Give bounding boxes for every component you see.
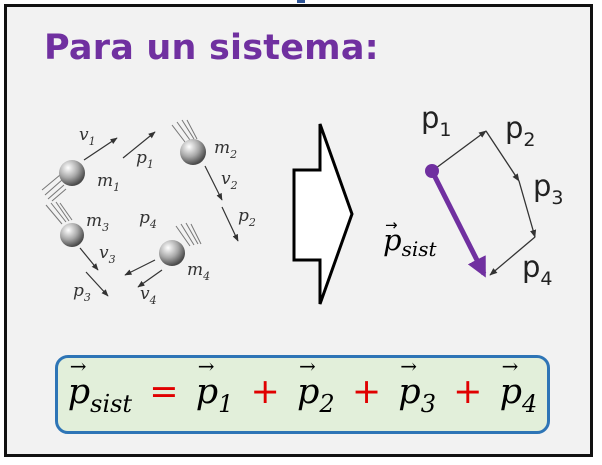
label-p1: p1 <box>136 148 154 171</box>
velocity-4-arrow <box>137 269 163 288</box>
momentum-3-arrow <box>85 271 109 297</box>
momentum-1-arrow <box>122 131 156 159</box>
formula-box: →psist = →p1 + →p2 + →p3 + →p4 <box>55 354 550 434</box>
formula-p1: →p <box>195 354 219 412</box>
formula-p3: →p <box>398 354 421 412</box>
formula-p2: →p <box>296 354 320 412</box>
vector-arrow-icon: → <box>298 354 316 378</box>
velocity-2-arrow <box>204 165 223 201</box>
plus-sign: + <box>351 372 382 412</box>
top-edge-mark <box>297 0 305 3</box>
velocity-3-arrow <box>79 247 99 271</box>
particle-3 <box>45 201 109 297</box>
formula-p4: →p <box>499 354 522 412</box>
label-psist: psist → <box>383 216 438 261</box>
mass-4-ball <box>159 240 185 266</box>
label-m3: m3 <box>86 211 109 234</box>
vector-arrow-icon: → <box>197 354 215 378</box>
label-p3: p3 <box>73 281 91 304</box>
vector-arrow-icon: → <box>69 354 87 378</box>
plus-sign: + <box>250 372 280 412</box>
vector-p4-arrow <box>489 236 536 276</box>
psist-vector-arrow-icon: → <box>385 216 398 234</box>
label-right-p4: p4 <box>522 250 553 290</box>
label-v3: v3 <box>99 243 116 266</box>
particle-4 <box>124 222 202 288</box>
plus-sign: + <box>453 372 483 412</box>
label-v4: v4 <box>140 284 157 307</box>
formula-psist: →p <box>67 354 91 412</box>
resultant-psist-arrow <box>429 169 487 278</box>
label-v1: v1 <box>79 125 96 148</box>
origin-point <box>425 164 439 178</box>
label-p4: p4 <box>139 208 157 231</box>
vector-sum-diagram <box>425 130 537 278</box>
slide-title: Para un sistema: <box>44 28 379 68</box>
momentum-sum-formula: →psist = →p1 + →p2 + →p3 + →p4 <box>67 354 538 418</box>
label-p2: p2 <box>238 206 256 229</box>
equals-sign: = <box>149 372 179 412</box>
momentum-2-arrow <box>221 206 239 242</box>
block-arrow <box>292 123 354 305</box>
label-right-p1: p1 <box>421 101 452 141</box>
momentum-4-arrow <box>124 259 156 276</box>
velocity-1-arrow <box>83 137 118 161</box>
label-v2: v2 <box>221 169 238 192</box>
label-right-p2: p2 <box>505 111 536 151</box>
label-right-p3: p3 <box>533 169 564 209</box>
particle-1 <box>41 131 156 202</box>
label-m1: m1 <box>97 171 120 194</box>
mass-2-ball <box>180 139 206 165</box>
label-m2: m2 <box>214 138 237 161</box>
vector-p3-arrow <box>518 180 537 238</box>
vector-p1-arrow <box>431 130 487 172</box>
particle-2 <box>171 119 239 242</box>
label-m4: m4 <box>187 260 210 283</box>
vector-arrow-icon: → <box>400 354 418 378</box>
vector-arrow-icon: → <box>501 354 519 378</box>
mass-1-ball <box>59 160 85 186</box>
mass-3-ball <box>60 223 84 247</box>
vector-p2-arrow <box>485 130 520 182</box>
svg-text:psist: psist <box>383 223 438 261</box>
